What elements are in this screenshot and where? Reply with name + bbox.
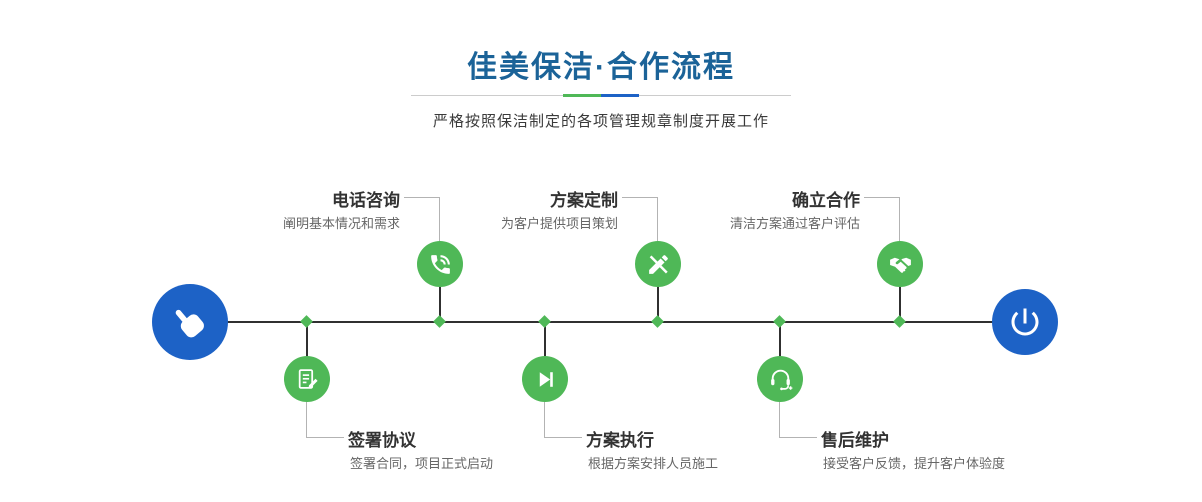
power-icon [1011, 308, 1039, 336]
page-title: 佳美保洁·合作流程 [467, 51, 735, 84]
divider-green-segment [563, 94, 601, 97]
timeline-node-diamond [651, 315, 664, 328]
connector [544, 437, 582, 438]
step-desc: 为客户提供项目策划 [500, 216, 618, 231]
step-circle [522, 356, 568, 402]
connector [779, 400, 780, 438]
stem-line [306, 322, 308, 356]
step-label: 方案执行 [586, 431, 654, 450]
divider-blue-segment [601, 94, 639, 97]
timeline-node-diamond [893, 315, 906, 328]
design-pen-icon [648, 254, 668, 274]
contract-document-icon [298, 368, 318, 389]
step-label: 签署协议 [348, 431, 416, 450]
timeline-end-node [992, 289, 1058, 355]
connector [779, 437, 817, 438]
step-label: 方案定制 [550, 191, 618, 210]
timeline-start-node [152, 284, 228, 360]
stem-line [657, 287, 659, 322]
connector [899, 197, 900, 243]
step-desc: 阐明基本情况和需求 [282, 216, 400, 231]
connector [404, 197, 440, 198]
timeline-node-diamond [538, 315, 551, 328]
connector [544, 400, 545, 438]
connector [622, 197, 658, 198]
stem-line [544, 322, 546, 356]
play-icon [539, 371, 553, 387]
timeline-node-diamond [300, 315, 313, 328]
stem-line [899, 287, 901, 322]
timeline-node-diamond [433, 315, 446, 328]
stem-line [439, 287, 441, 322]
step-label: 电话咨询 [332, 191, 400, 210]
handshake-icon [889, 257, 911, 273]
page-subtitle: 严格按照保洁制定的各项管理规章制度开展工作 [432, 113, 769, 130]
pointing-hand-icon [175, 309, 204, 338]
step-circle [284, 356, 330, 402]
step-circle [635, 241, 681, 287]
step-circle [417, 241, 463, 287]
connector [864, 197, 900, 198]
stem-line [779, 322, 781, 356]
step-circle [757, 356, 803, 402]
timeline-node-diamond [773, 315, 786, 328]
step-desc: 接受客户反馈，提升客户体验度 [823, 456, 1006, 471]
step-desc: 根据方案安排人员施工 [588, 456, 719, 471]
title-divider [411, 94, 791, 97]
timeline-line [185, 321, 1025, 323]
step-label: 确立合作 [792, 191, 860, 210]
connector [439, 197, 440, 243]
connector [657, 197, 658, 243]
step-desc: 签署合同，项目正式启动 [350, 456, 494, 471]
headset-icon [770, 369, 792, 390]
step-circle [877, 241, 923, 287]
step-desc: 清洁方案通过客户评估 [729, 216, 860, 231]
phone-icon [430, 254, 450, 274]
connector [306, 437, 344, 438]
step-label: 售后维护 [821, 431, 889, 450]
connector [306, 400, 307, 438]
